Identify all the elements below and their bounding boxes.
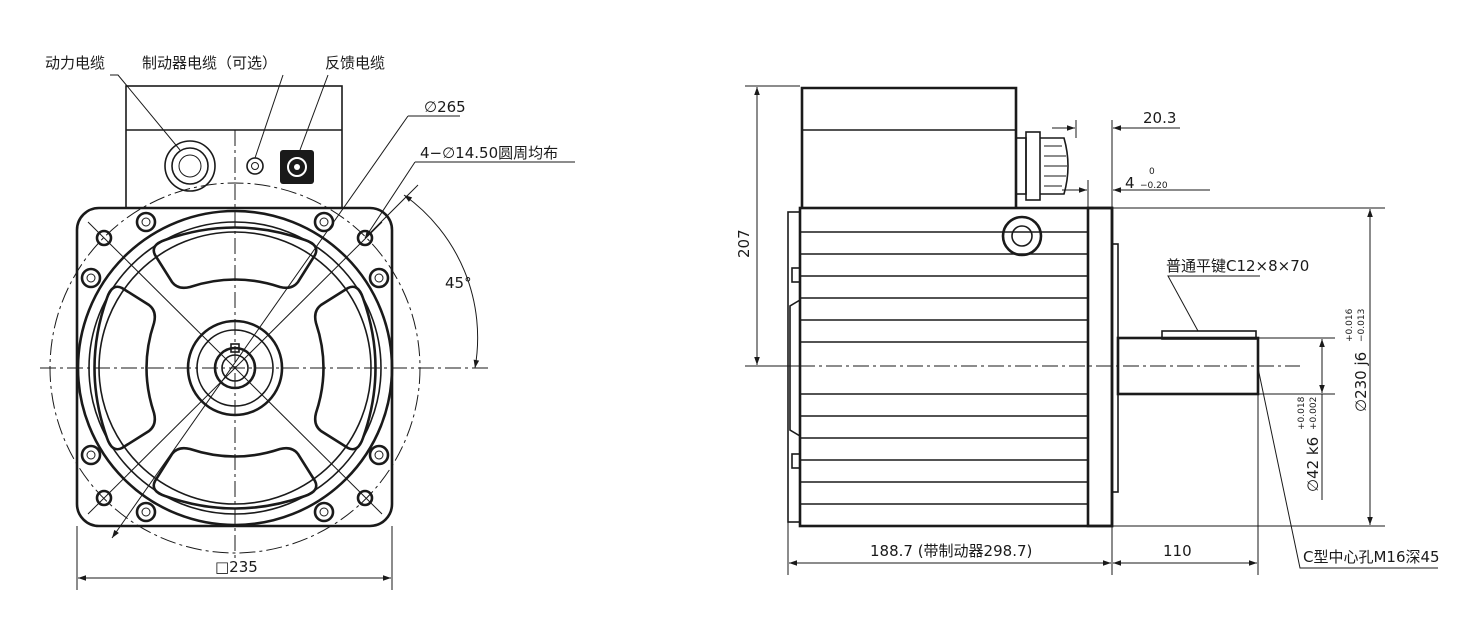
label-flange-square: □235 xyxy=(215,558,258,576)
label-offset-4-tol-lower: −0.20 xyxy=(1140,181,1168,191)
label-connector-offset: 20.3 xyxy=(1143,109,1176,127)
label-offset-4: 4 xyxy=(1125,174,1135,192)
label-key: 普通平键C12×8×70 xyxy=(1166,257,1309,275)
label-pcd-diameter: ∅265 xyxy=(424,98,466,116)
label-center-hole: C型中心孔M16深45 xyxy=(1303,548,1440,566)
cooling-fins xyxy=(800,231,1088,505)
front-view: 动力电缆 制动器电缆（可选） 反馈电缆 ∅265 4−∅14.50圆周均布 45… xyxy=(40,54,575,590)
label-mount-holes: 4−∅14.50圆周均布 xyxy=(420,144,558,162)
brake-cable-gland xyxy=(246,157,264,175)
power-cable-gland xyxy=(164,140,216,192)
housing-windows xyxy=(93,226,377,510)
side-cable-gland xyxy=(1015,131,1069,201)
label-pilot-diameter: ∅230 j6 xyxy=(1352,352,1370,412)
side-view: 207 20.3 4 0 −0.20 普通平键C12×8×70 ∅230 j6 … xyxy=(735,85,1440,575)
flange-bolts xyxy=(80,211,390,523)
mounting-holes xyxy=(95,229,374,507)
label-shaft-tol-upper: +0.018 xyxy=(1297,396,1307,430)
label-power-cable: 动力电缆 xyxy=(45,54,105,72)
label-pilot-tol-upper: +0.016 xyxy=(1345,308,1355,342)
label-angle: 45° xyxy=(445,274,472,292)
label-shaft-tol-lower: +0.002 xyxy=(1309,397,1319,430)
label-body-length: 188.7 (带制动器298.7) xyxy=(870,542,1032,560)
label-offset-4-tol-upper: 0 xyxy=(1149,167,1155,177)
label-brake-cable: 制动器电缆（可选） xyxy=(142,54,277,72)
feedback-connector xyxy=(280,150,314,184)
label-feedback-cable: 反馈电缆 xyxy=(325,54,385,72)
label-pilot-tol-lower: −0.013 xyxy=(1357,309,1367,342)
label-shaft-diameter: ∅42 k6 xyxy=(1304,437,1322,492)
label-height: 207 xyxy=(735,229,753,258)
label-shaft-length: 110 xyxy=(1163,542,1192,560)
